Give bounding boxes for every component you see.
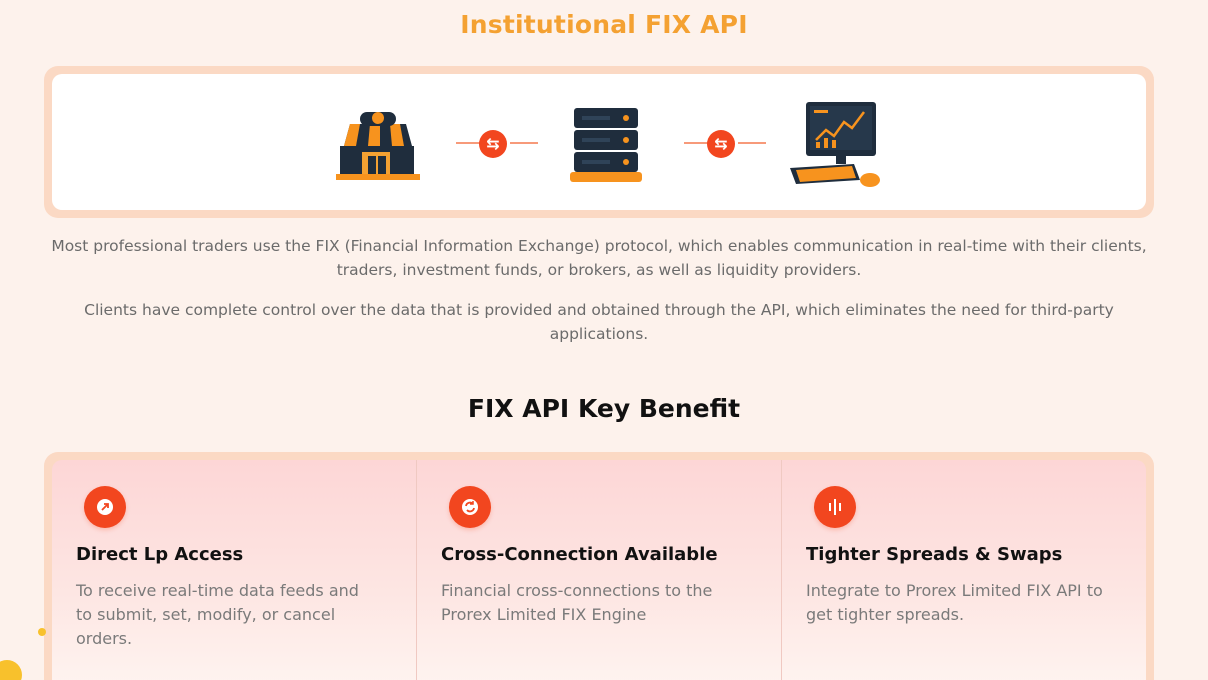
benefit-card: Tighter Spreads & Swaps Integrate to Pro… — [781, 460, 1146, 680]
benefits-title: FIX API Key Benefit — [467, 394, 741, 423]
benefit-description: Financial cross-connections to the Prore… — [441, 581, 713, 624]
benefit-card: Direct Lp Access To receive real-time da… — [52, 460, 416, 680]
bars-icon — [814, 486, 856, 528]
swap-arrows-icon: ⇆ — [479, 130, 507, 158]
swap-arrows-icon: ⇆ — [707, 130, 735, 158]
benefit-description: Integrate to Prorex Limited FIX API to g… — [806, 581, 1103, 624]
intro-paragraph: Clients have complete control over the d… — [84, 301, 1114, 343]
benefits-frame: Direct Lp Access To receive real-time da… — [44, 452, 1154, 680]
computer-icon — [790, 102, 880, 187]
benefit-title: Cross-Connection Available — [441, 544, 718, 565]
server-icon — [570, 108, 642, 182]
arrow-up-right-icon — [84, 486, 126, 528]
benefits-grid: Direct Lp Access To receive real-time da… — [52, 460, 1146, 680]
benefit-card: Cross-Connection Available Financial cro… — [416, 460, 781, 680]
storefront-icon — [336, 112, 420, 180]
benefit-description: To receive real-time data feeds and to s… — [76, 581, 359, 648]
benefit-title: Direct Lp Access — [76, 544, 244, 565]
fix-diagram-frame: ⇆ ⇆ — [44, 66, 1154, 218]
fix-diagram: ⇆ ⇆ — [52, 74, 1146, 210]
connector-line — [510, 142, 538, 144]
intro-paragraph: Most professional traders use the FIX (F… — [51, 237, 1147, 279]
connector-line — [456, 142, 486, 144]
decorative-blob — [0, 660, 22, 680]
connector-line — [684, 142, 714, 144]
connector-line — [738, 142, 766, 144]
decorative-dot — [38, 628, 46, 636]
refresh-icon — [449, 486, 491, 528]
benefit-title: Tighter Spreads & Swaps — [806, 544, 1063, 565]
page-title: Institutional FIX API — [460, 10, 748, 39]
